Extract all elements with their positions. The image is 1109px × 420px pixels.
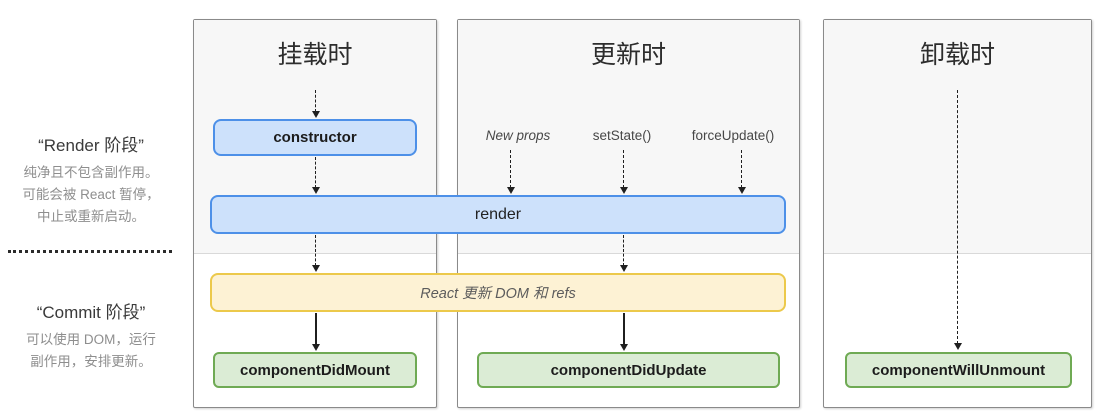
arrowhead-icon: [619, 265, 628, 272]
arrowhead-icon: [737, 187, 746, 194]
commit-phase-line: 副作用，安排更新。: [30, 354, 152, 369]
constructor-box[interactable]: constructor: [213, 119, 417, 156]
arrowhead-icon: [953, 343, 962, 350]
component-did-mount-label: componentDidMount: [240, 361, 390, 379]
arrow-shaft: [315, 90, 316, 112]
arrow-shaft: [314, 313, 317, 345]
arrowhead-icon: [311, 265, 320, 272]
component-did-update-box[interactable]: componentDidUpdate: [477, 352, 780, 388]
arrowhead-icon: [619, 187, 628, 194]
new-props-label: New props: [485, 128, 551, 143]
render-phase-line: 纯净且不包含副作用。: [23, 165, 159, 180]
setstate-label: setState(): [592, 128, 652, 143]
arrow-shaft: [315, 157, 316, 188]
arrow-shaft: [623, 150, 624, 188]
render-box-label: render: [474, 205, 522, 223]
commit-phase-label: “Commit 阶段” 可以使用 DOM，运行 副作用，安排更新。: [0, 298, 182, 373]
arrow-shaft: [741, 150, 742, 188]
arrow-forceupdate-to-render: [737, 150, 746, 194]
arrow-unmounting-header-to-willunmount: [953, 90, 962, 350]
commit-phase-line: 可以使用 DOM，运行: [26, 332, 156, 347]
arrow-dom-update-to-didupdate: [619, 313, 628, 351]
arrow-render-to-dom-update-updating: [619, 235, 628, 272]
column-mounting-title: 挂载时: [277, 41, 353, 69]
arrow-shaft: [622, 313, 625, 345]
arrow-dom-update-to-didmount: [311, 313, 320, 351]
render-phase-description: 纯净且不包含副作用。 可能会被 React 暂停， 中止或重新启动。: [0, 162, 182, 228]
react-updates-dom-label: React 更新 DOM 和 refs: [420, 286, 576, 302]
arrowhead-icon: [311, 111, 320, 118]
arrow-shaft: [957, 90, 958, 344]
constructor-box-label: constructor: [273, 129, 357, 146]
render-phase-line: 可能会被 React 暂停，: [22, 187, 160, 202]
arrow-shaft: [623, 235, 624, 266]
arrow-shaft: [510, 150, 511, 188]
forceupdate-label: forceUpdate(): [691, 128, 775, 143]
commit-phase-description: 可以使用 DOM，运行 副作用，安排更新。: [0, 329, 182, 373]
arrow-constructor-to-render: [311, 157, 320, 194]
arrow-shaft: [315, 235, 316, 266]
arrowhead-icon: [506, 187, 515, 194]
arrowhead-icon: [311, 187, 320, 194]
render-phase-title: “Render 阶段”: [38, 136, 144, 155]
arrow-new-props-to-render: [506, 150, 515, 194]
component-did-mount-box[interactable]: componentDidMount: [213, 352, 417, 388]
render-phase-line: 中止或重新启动。: [37, 209, 145, 224]
render-box[interactable]: render: [210, 195, 786, 234]
component-did-update-label: componentDidUpdate: [550, 361, 707, 379]
react-updates-dom-box: React 更新 DOM 和 refs: [210, 273, 786, 312]
phase-divider-dotted-line: [8, 250, 172, 253]
arrow-render-to-dom-update-mounting: [311, 235, 320, 272]
component-will-unmount-label: componentWillUnmount: [871, 361, 1046, 379]
arrowhead-icon: [619, 344, 628, 351]
render-phase-label: “Render 阶段” 纯净且不包含副作用。 可能会被 React 暂停， 中止…: [0, 131, 182, 228]
arrow-mounting-header-to-constructor: [311, 90, 320, 118]
column-updating-title: 更新时: [590, 41, 666, 69]
arrowhead-icon: [311, 344, 320, 351]
arrow-setstate-to-render: [619, 150, 628, 194]
column-unmounting-title: 卸载时: [919, 41, 995, 69]
commit-phase-title: “Commit 阶段”: [36, 303, 146, 322]
component-will-unmount-box[interactable]: componentWillUnmount: [845, 352, 1072, 388]
